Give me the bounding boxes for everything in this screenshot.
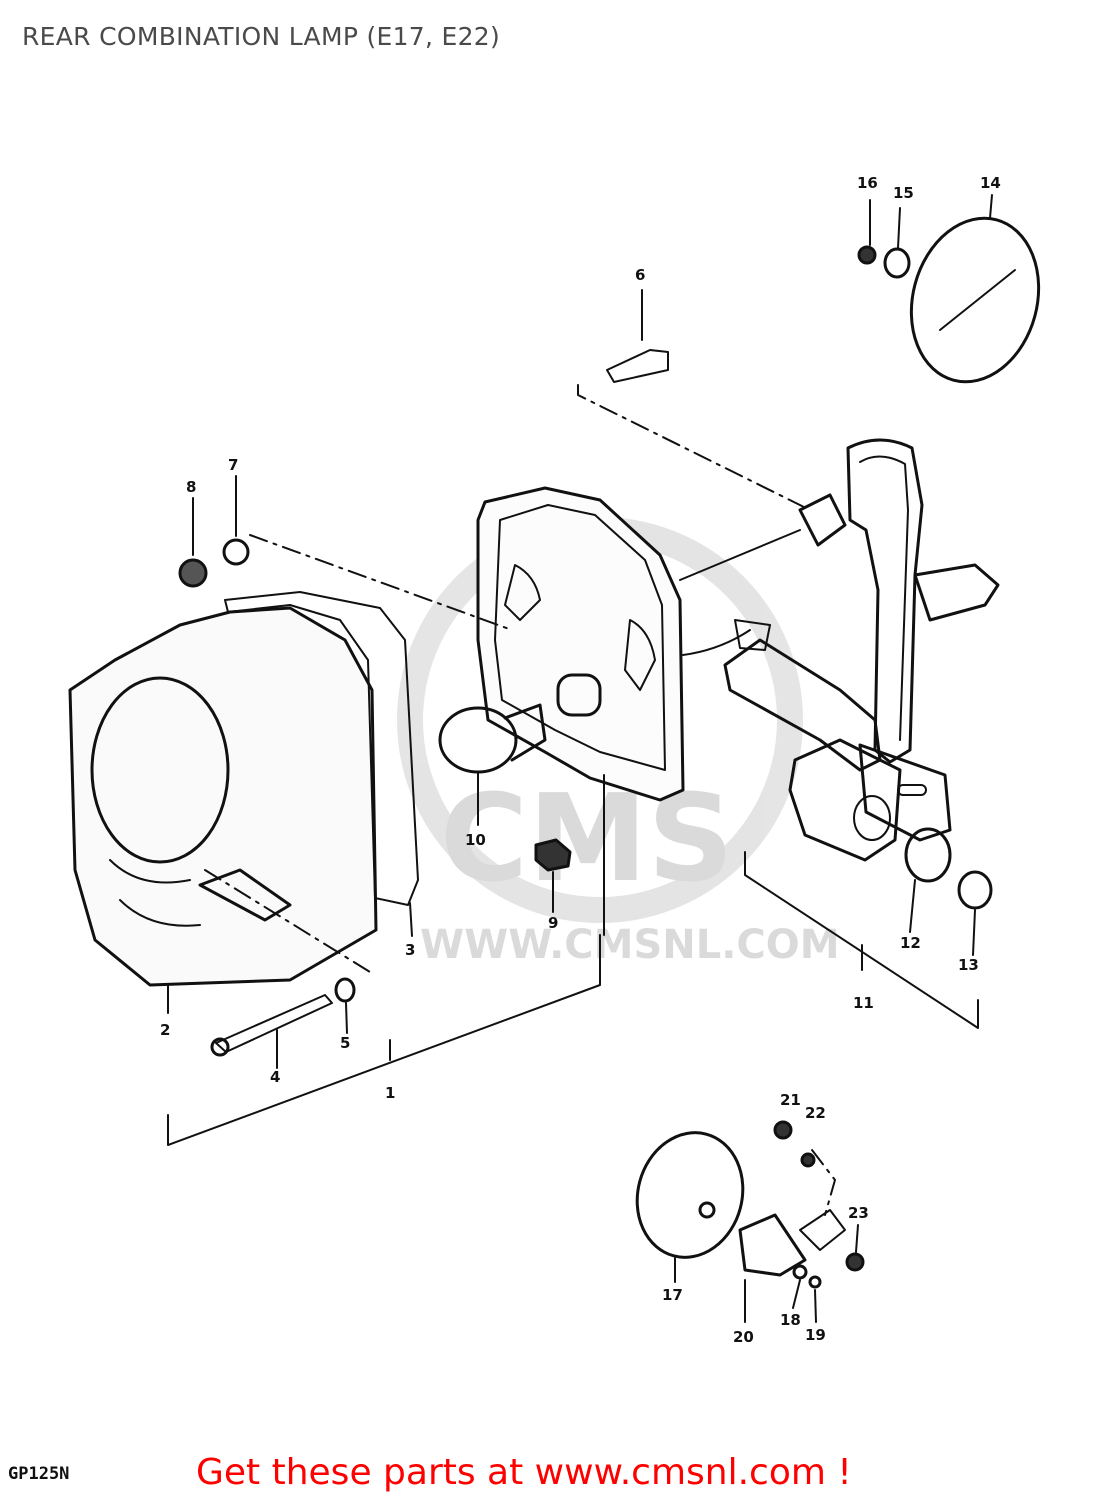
dash-dot-lines	[204, 384, 836, 1216]
callout-6: 6	[635, 266, 645, 284]
callout-18: 18	[780, 1311, 801, 1329]
callout-13: 13	[958, 956, 979, 974]
leader-lines	[167, 194, 993, 1323]
model-code: GP125N	[8, 1464, 70, 1484]
callout-3: 3	[405, 941, 415, 959]
group-bracket-11	[744, 851, 979, 1029]
reflector-large	[909, 216, 1041, 384]
callout-12: 12	[900, 934, 921, 952]
callout-17: 17	[662, 1286, 683, 1304]
callout-22: 22	[805, 1104, 826, 1122]
page-title: REAR COMBINATION LAMP (E17, E22)	[22, 22, 501, 51]
fuse	[534, 838, 572, 872]
callout-21: 21	[780, 1091, 801, 1109]
watermark-url: WWW.CMSNL.COM	[420, 922, 840, 968]
callout-23: 23	[848, 1204, 869, 1222]
bracket	[723, 438, 1000, 862]
callout-1: 1	[385, 1084, 395, 1102]
callout-15: 15	[893, 184, 914, 202]
reflector-small	[635, 1120, 865, 1289]
callout-11: 11	[853, 994, 874, 1012]
callout-16: 16	[857, 174, 878, 192]
small-fasteners	[178, 245, 993, 1057]
callout-19: 19	[805, 1326, 826, 1344]
callout-20: 20	[733, 1328, 754, 1346]
callout-7: 7	[228, 456, 238, 474]
callout-8: 8	[186, 478, 196, 496]
watermark-brand: CMS	[440, 770, 734, 909]
lamp-gasket	[224, 591, 419, 906]
get-parts-link[interactable]: Get these parts at www.cmsnl.com !	[196, 1452, 852, 1493]
callout-9: 9	[548, 914, 558, 932]
group-bracket-1	[167, 934, 601, 1146]
callout-4: 4	[270, 1068, 280, 1086]
callout-10: 10	[465, 831, 486, 849]
callout-14: 14	[980, 174, 1001, 192]
callout-5: 5	[340, 1034, 350, 1052]
callout-2: 2	[160, 1021, 170, 1039]
wire-line	[679, 529, 801, 581]
lamp-housing	[68, 606, 378, 987]
callout-labels: 1 2 3 4 5 6 7 8 9 10 11 12 13 14 15 16 1…	[160, 174, 1001, 1346]
lamp-base	[476, 486, 771, 802]
